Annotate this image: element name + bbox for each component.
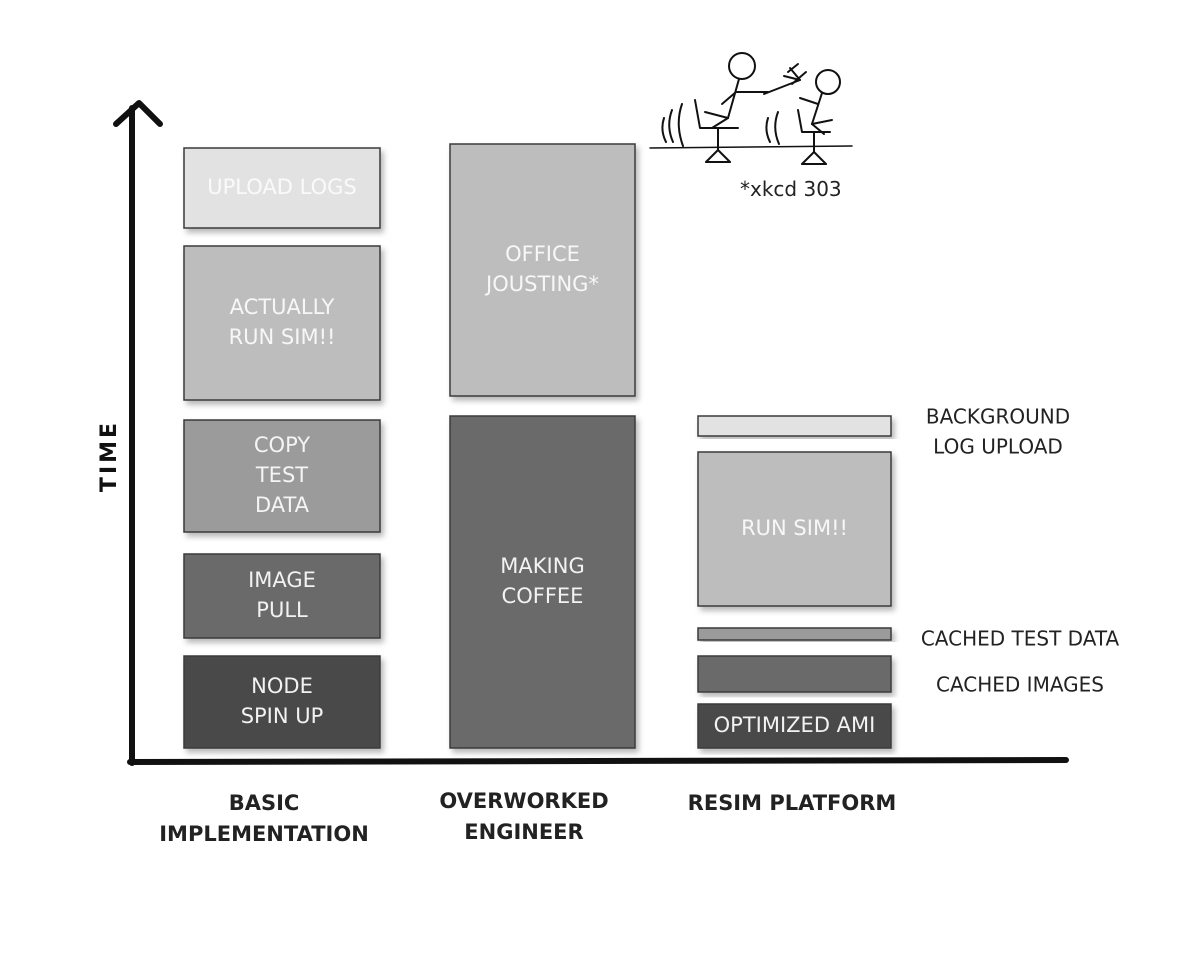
- basic-implementation-upload-logs-label: UPLOAD LOGS: [207, 175, 356, 199]
- overworked-engineer-making-coffee-label: COFFEE: [502, 584, 584, 608]
- overworked-engineer-column-label: ENGINEER: [464, 820, 583, 844]
- basic-implementation-copy-test-data-block: [183, 419, 381, 533]
- basic-implementation-copy-test-data-label: DATA: [255, 493, 310, 517]
- comic-credit: *xkcd 303: [740, 177, 842, 201]
- basic-implementation-actually-run-sim-label: RUN SIM!!: [229, 325, 336, 349]
- column-labels: BASIC IMPLEMENTATION OVERWORKED ENGINEER RES…: [159, 789, 896, 846]
- overworked-engineer-office-jousting-label: OFFICE: [505, 242, 580, 266]
- basic-implementation-actually-run-sim-label: ACTUALLY: [230, 295, 335, 319]
- resim-platform-column-label: RESIM PLATFORM: [688, 791, 897, 815]
- basic-implementation-node-spin-up-label: SPIN UP: [241, 704, 324, 728]
- resim-platform-cached-images-block: [697, 655, 892, 693]
- basic-implementation-copy-test-data-label: COPY: [254, 433, 310, 457]
- basic-implementation-column-label: IMPLEMENTATION: [159, 822, 369, 846]
- cached-test-data-side-label: CACHED TEST DATA: [921, 627, 1120, 651]
- resim-platform-optimized-ami-label: OPTIMIZED AMI: [714, 713, 876, 737]
- basic-implementation-image-pull-label: PULL: [256, 598, 308, 622]
- axes: TIME: [97, 100, 1069, 766]
- cached-images-side-label: CACHED IMAGES: [936, 673, 1104, 697]
- stick-figures-jousting-icon: [649, 52, 853, 165]
- basic-implementation-node-spin-up-label: NODE: [251, 674, 313, 698]
- basic-implementation-actually-run-sim-block: [183, 245, 381, 401]
- basic-implementation-image-pull-label: IMAGE: [248, 568, 316, 592]
- y-axis-arrowhead: [113, 100, 163, 127]
- basic-implementation-image-pull-block: [183, 553, 381, 639]
- resim-platform-run-sim-block: [697, 451, 892, 607]
- overworked-engineer-making-coffee-label: MAKING: [500, 554, 584, 578]
- overworked-engineer-column-label: OVERWORKED: [439, 789, 608, 813]
- x-axis: [127, 757, 1069, 765]
- resim-platform-optimized-ami-block: [697, 703, 892, 749]
- basic-implementation-column-label: BASIC: [229, 791, 300, 815]
- y-axis-label: TIME: [97, 420, 122, 492]
- blocks-layer: NODE SPIN UP IMAGE PULL COPY TEST DATA ACTUALLY…: [183, 143, 1120, 749]
- resim-platform-background-log-upload-block: [697, 415, 892, 437]
- background-log-upload-side-label: LOG UPLOAD: [933, 435, 1063, 459]
- resim-platform-run-sim-label: RUN SIM!!: [741, 516, 848, 540]
- overworked-engineer-office-jousting-label: JOUSTING*: [484, 272, 599, 296]
- basic-implementation-node-spin-up-block: [183, 655, 381, 749]
- background-log-upload-side-label: BACKGROUND: [926, 405, 1070, 429]
- resim-platform-cached-test-data-block: [697, 627, 892, 641]
- overworked-engineer-office-jousting-block: [449, 143, 636, 397]
- overworked-engineer-making-coffee-block: [449, 415, 636, 749]
- basic-implementation-upload-logs-block: [183, 147, 381, 229]
- basic-implementation-copy-test-data-label: TEST: [255, 463, 308, 487]
